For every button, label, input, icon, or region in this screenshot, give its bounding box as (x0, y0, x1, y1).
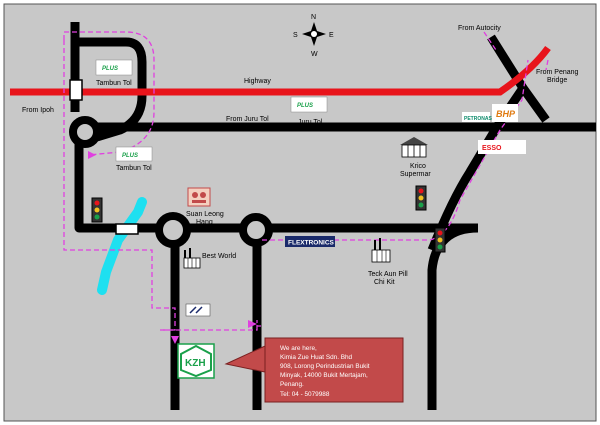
suan-leong-icon (187, 187, 211, 207)
plus-logo-top: PLUS (95, 59, 133, 76)
teck-aun-factory-icon (371, 238, 391, 263)
traffic-light-left-icon (91, 197, 103, 223)
from-autocity-label: From Autocity (458, 25, 501, 32)
river (97, 197, 147, 295)
krico-line1: Krico (410, 163, 426, 170)
address-callout (264, 337, 404, 403)
traffic-light-right-icon (434, 227, 446, 253)
petronas-logo: PETRONAS (462, 112, 492, 122)
kzh-logo-text: KZH (185, 358, 206, 369)
route-autocity (483, 31, 497, 51)
route-ipoh-inner (63, 40, 176, 331)
callout-line2: Kimia Zue Huat Sdn. Bhd (280, 354, 353, 361)
route-penang (545, 59, 549, 71)
flextronics-text: FLEXTRONICS (288, 240, 335, 247)
bhp-logo-text: BHP (496, 109, 516, 119)
from-ipoh-label: From Ipoh (22, 107, 54, 114)
from-penang-line: From Penang (536, 69, 579, 76)
juru-tol-label: Juru Tol (298, 119, 323, 126)
callout-line5: Penang. (280, 381, 304, 388)
plus-logo-juru: PLUS (290, 96, 328, 113)
bridge-river (115, 223, 139, 235)
roundabout-ipoh (69, 116, 101, 148)
highway-label: Highway (244, 78, 271, 85)
road-autocity (487, 34, 550, 123)
suan-leong-line1: Suan Leong (186, 211, 224, 218)
bridge-line: Bridge (547, 77, 567, 84)
traffic-light-east-icon (415, 185, 427, 211)
compass: N S E W (293, 14, 334, 58)
best-world-factory-icon (183, 248, 201, 269)
plus-logo-text: PLUS (102, 66, 118, 72)
compass-e: E (329, 32, 334, 39)
plus-logo-text: PLUS (297, 103, 313, 109)
roundabout-east (239, 213, 273, 247)
route-arrows (88, 151, 257, 344)
callout-line4: Minyak, 14000 Bukit Mertajam, (280, 372, 368, 379)
krico-building-icon (400, 137, 428, 158)
small-company-logo (185, 303, 211, 317)
callout-line3: 908, Lorong Perindustrian Bukit (280, 363, 370, 370)
address-text: We are here, Kimia Zue Huat Sdn. Bhd 908… (280, 345, 370, 398)
route-main (160, 320, 262, 331)
suan-leong-label: Suan Leong Hang (186, 211, 226, 226)
from-juru-tol-label: From Juru Tol (226, 116, 269, 123)
best-world-label: Best World (202, 253, 236, 260)
toll-booth-top (69, 79, 83, 101)
callout-line1: We are here, (280, 345, 317, 352)
teck-aun-line2: Chi Kit (374, 279, 395, 286)
suan-leong-line2: Hang (196, 219, 213, 226)
compass-w: W (311, 51, 318, 58)
road-labels: Highway From Ipoh From Juru Tol From Aut… (22, 25, 580, 123)
krico-label: Krico Supermar (400, 163, 431, 178)
arrow-east (248, 320, 257, 328)
flextronics-logo: FLEXTRONICS (285, 236, 335, 247)
roundabouts (69, 116, 273, 248)
compass-n: N (311, 14, 316, 21)
tambun-tol-left-label: Tambun Tol (116, 165, 152, 172)
from-penang-bridge-label: From Penang Bridge (536, 69, 580, 84)
plus-logo-left: PLUS (115, 146, 153, 162)
esso-logo: ESSO (478, 140, 526, 154)
compass-s: S (293, 32, 298, 39)
callout-line6: Tel: 04 - 5079988 (280, 391, 330, 398)
krico-line2: Supermar (400, 171, 431, 178)
arrow-south (171, 336, 179, 344)
route-tambun-outer (63, 31, 155, 156)
esso-logo-text: ESSO (482, 145, 502, 152)
roundabout-suan-leong (155, 212, 191, 248)
teck-aun-line1: Teck Aun Pill (368, 271, 408, 278)
tambun-tol-top-label: Tambun Tol (96, 80, 132, 87)
highway-road (10, 45, 551, 96)
arrow-tambun (88, 151, 96, 159)
plus-logo-text: PLUS (122, 153, 138, 159)
road-ipoh-down (74, 142, 120, 233)
bhp-logo: BHP (492, 104, 518, 122)
petronas-logo-text: PETRONAS (464, 116, 492, 122)
kzh-logo: KZH (177, 343, 215, 379)
teck-aun-label: Teck Aun Pill Chi Kit (368, 271, 410, 286)
